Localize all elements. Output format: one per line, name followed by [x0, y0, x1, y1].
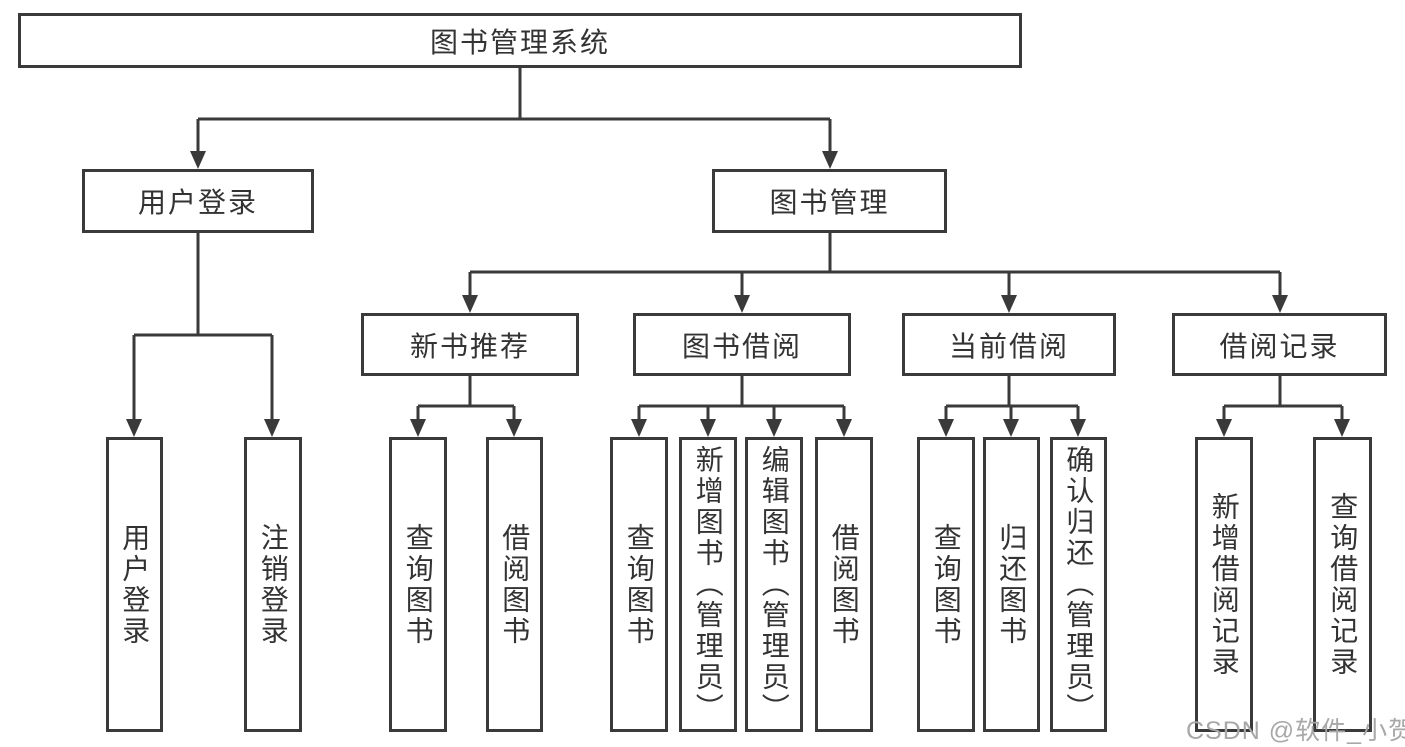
- arrow-icon: [938, 419, 954, 437]
- arrow-icon: [1272, 295, 1288, 313]
- leaf-user-login: 用户登录: [106, 437, 163, 732]
- arrow-icon: [734, 295, 750, 313]
- arrow-icon: [462, 295, 478, 313]
- leaf-user-login-label: 用户登录: [119, 522, 151, 647]
- node-book-management: 图书管理: [712, 169, 947, 233]
- node-current-borrow: 当前借阅: [902, 313, 1116, 376]
- edge-book-borrow-branch: [637, 376, 846, 421]
- arrow-icon: [836, 419, 852, 437]
- arrow-icon: [1001, 295, 1017, 313]
- node-new-book-recommend: 新书推荐: [361, 313, 579, 376]
- leaf-search-borrow-record-label: 查询借阅记录: [1327, 491, 1359, 678]
- leaf-add-book-admin: 新增图书（管理员）: [679, 437, 737, 732]
- csdn-watermark: CSDN @软件_小贺同学: [1186, 717, 1405, 745]
- leaf-edit-book-admin: 编辑图书（管理员）: [745, 437, 803, 732]
- arrow-icon: [410, 419, 426, 437]
- leaf-return-book-label: 归还图书: [996, 522, 1028, 647]
- arrow-icon: [1070, 419, 1086, 437]
- edge-current-borrow-branch: [944, 376, 1080, 421]
- node-new-book-recommend-label: 新书推荐: [409, 330, 530, 362]
- node-borrow-records: 借阅记录: [1172, 313, 1387, 376]
- leaf-borrow-books-recommend: 借阅图书: [486, 437, 543, 732]
- leaf-search-books-current-label: 查询图书: [930, 522, 962, 647]
- leaf-logout: 注销登录: [244, 437, 302, 732]
- leaf-confirm-return-admin: 确认归还（管理员）: [1050, 437, 1107, 732]
- leaf-add-borrow-record: 新增借阅记录: [1195, 437, 1253, 732]
- leaf-search-books-borrow-label: 查询图书: [623, 522, 655, 647]
- leaf-borrow-books-label: 借阅图书: [828, 522, 860, 647]
- edge-root-to-level2: [196, 68, 832, 154]
- node-user-login-label: 用户登录: [137, 187, 258, 218]
- arrow-icon: [700, 419, 716, 437]
- leaf-search-books-recommend-label: 查询图书: [402, 522, 434, 647]
- arrow-icon: [822, 151, 838, 169]
- arrow-icon: [766, 419, 782, 437]
- edge-new-book-recommend-branch: [416, 376, 516, 421]
- leaf-add-book-admin-label: 新增图书（管理员）: [692, 445, 724, 724]
- leaf-add-borrow-record-label: 新增借阅记录: [1208, 491, 1240, 678]
- node-current-borrow-label: 当前借阅: [948, 330, 1069, 362]
- leaf-return-book: 归还图书: [983, 437, 1040, 732]
- arrow-icon: [1003, 419, 1019, 437]
- edge-book-management-branch: [468, 233, 1282, 297]
- leaf-search-borrow-record: 查询借阅记录: [1313, 437, 1372, 732]
- node-book-borrow-label: 图书借阅: [681, 330, 802, 362]
- arrow-icon: [1216, 419, 1232, 437]
- arrow-icon: [631, 419, 647, 437]
- arrow-icon: [506, 419, 522, 437]
- node-user-login: 用户登录: [82, 169, 314, 233]
- leaf-logout-label: 注销登录: [257, 522, 289, 647]
- edge-user-login-branch: [132, 233, 274, 421]
- arrow-icon: [126, 419, 142, 437]
- leaf-borrow-books: 借阅图书: [815, 437, 873, 732]
- arrow-icon: [1334, 419, 1350, 437]
- node-root-system-label: 图书管理系统: [429, 26, 610, 58]
- leaf-edit-book-admin-label: 编辑图书（管理员）: [758, 445, 790, 724]
- leaf-search-books-current: 查询图书: [917, 437, 975, 732]
- arrow-icon: [264, 419, 280, 437]
- node-book-management-label: 图书管理: [769, 187, 890, 218]
- leaf-borrow-books-recommend-label: 借阅图书: [499, 522, 531, 647]
- node-book-borrow: 图书借阅: [633, 313, 851, 376]
- edge-borrow-records-branch: [1222, 376, 1344, 421]
- node-borrow-records-label: 借阅记录: [1219, 330, 1340, 362]
- leaf-search-books-recommend: 查询图书: [389, 437, 447, 732]
- arrowheads: [126, 151, 1350, 437]
- leaf-confirm-return-admin-label: 确认归还（管理员）: [1063, 445, 1095, 724]
- arrow-icon: [190, 151, 206, 169]
- node-root-system: 图书管理系统: [18, 13, 1022, 68]
- leaf-search-books-borrow: 查询图书: [610, 437, 668, 732]
